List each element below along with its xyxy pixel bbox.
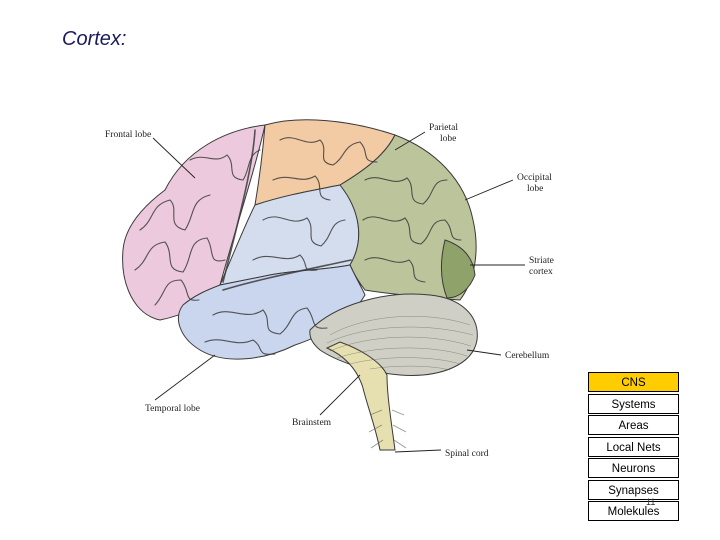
- label-frontal-lobe: Frontal lobe: [105, 130, 151, 140]
- label-occipital-lobe-2: lobe: [527, 184, 543, 194]
- spinal-roots: [368, 409, 407, 449]
- label-spinal-cord: Spinal cord: [445, 449, 489, 459]
- label-parietal-lobe-1: Parietal: [429, 123, 458, 133]
- label-occipital-lobe-1: Occipital: [517, 173, 552, 183]
- label-striate-cortex-1: Striate: [529, 256, 554, 266]
- label-brainstem: Brainstem: [292, 418, 332, 428]
- brain-diagram: Frontal lobe Parietal lobe Occipital lob…: [105, 119, 554, 459]
- slide-title: Cortex:: [62, 28, 127, 50]
- level-local-nets[interactable]: Local Nets: [588, 436, 679, 457]
- label-parietal-lobe-2: lobe: [440, 134, 456, 144]
- cortex-folds: [134, 129, 462, 355]
- level-systems[interactable]: Systems: [588, 393, 679, 414]
- level-molekules[interactable]: Molekules: [588, 501, 679, 521]
- page-number: 11: [646, 497, 656, 507]
- striate-cortex-region: [441, 239, 476, 299]
- cerebellum-hatching: [326, 316, 474, 371]
- label-cerebellum: Cerebellum: [505, 351, 550, 361]
- label-leaders: [152, 131, 525, 453]
- level-areas[interactable]: Areas: [588, 415, 679, 435]
- level-synapses[interactable]: Synapses: [588, 479, 679, 500]
- level-cns[interactable]: CNS: [588, 372, 679, 392]
- label-temporal-lobe: Temporal lobe: [145, 404, 200, 414]
- level-neurons[interactable]: Neurons: [588, 458, 679, 478]
- label-striate-cortex-2: cortex: [529, 267, 553, 277]
- levels-of-organization: CNS Systems Areas Local Nets Neurons Syn…: [588, 372, 679, 523]
